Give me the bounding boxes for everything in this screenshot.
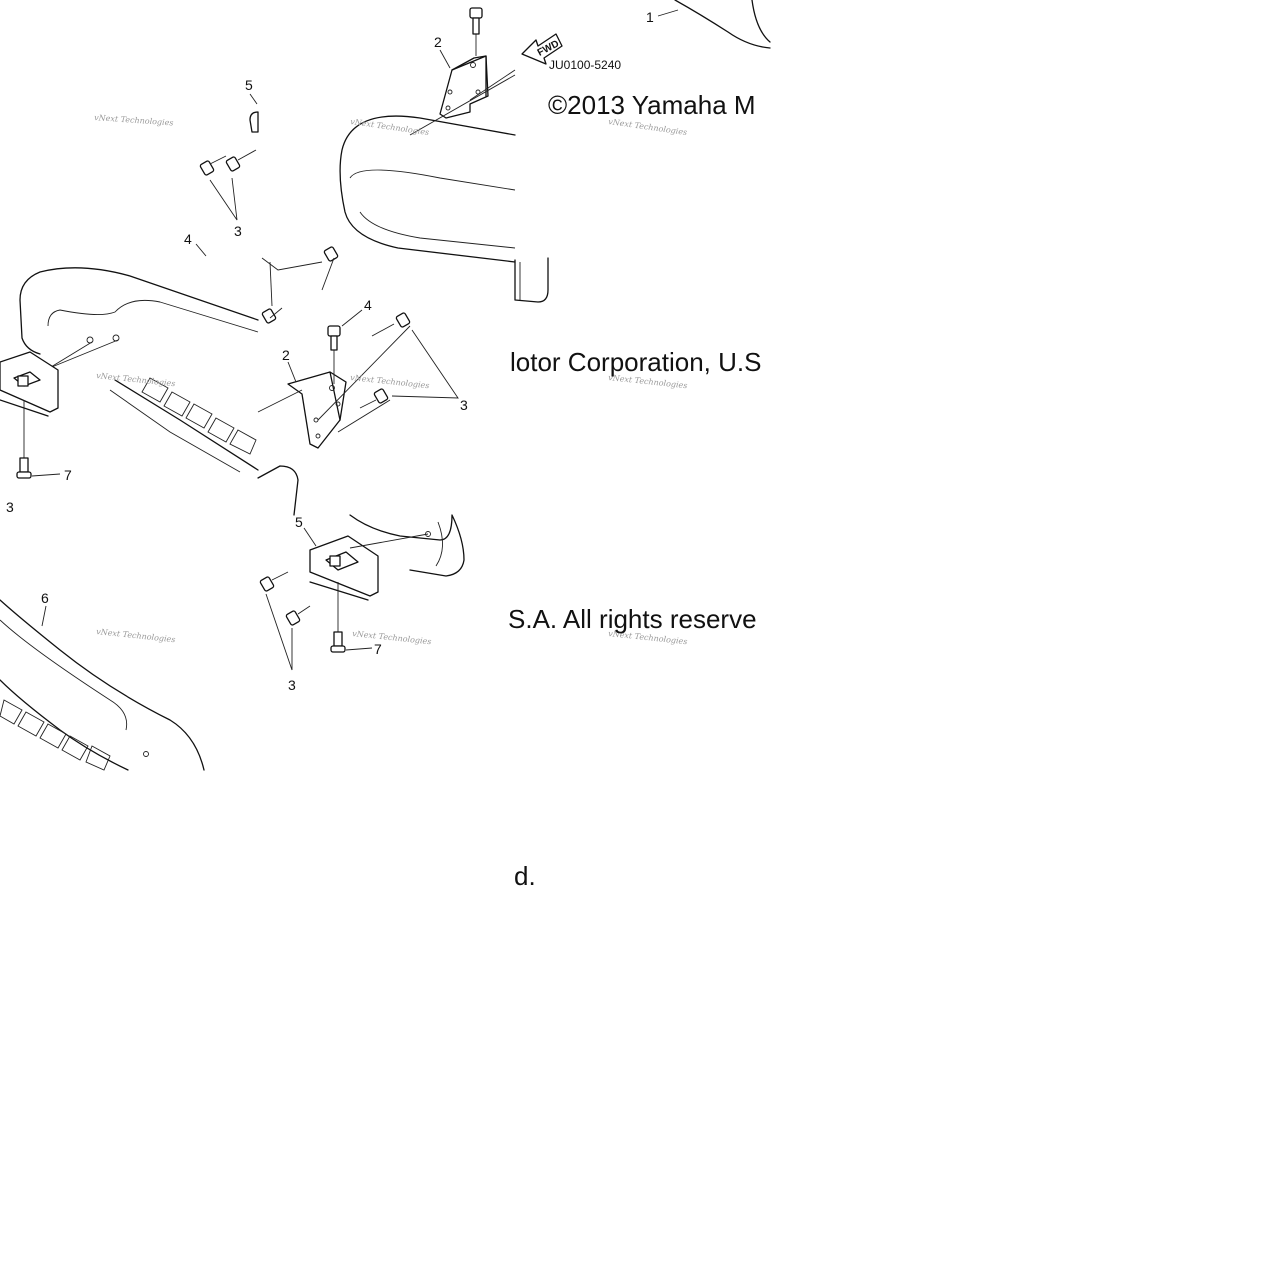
bolt-3-upper [371, 312, 411, 337]
leader-line [31, 473, 61, 477]
leader-line [41, 605, 47, 627]
bolt-3-bottom-upper [259, 571, 289, 592]
leader-line [269, 261, 273, 307]
leader-line [249, 93, 258, 105]
bracket-2-top-hole [475, 89, 481, 95]
bumper-hole [143, 751, 149, 757]
bumper-hole [86, 336, 94, 344]
part-6-slots [0, 699, 111, 771]
callout-6: 6 [41, 590, 49, 606]
callout-7-bottom: 7 [374, 641, 382, 657]
bolt-4-middle [327, 325, 341, 384]
callout-1: 1 [646, 9, 654, 25]
copyright-line-3: S.A. All rights reserve [508, 604, 757, 634]
watermark: vNext Technologies [352, 629, 432, 646]
mounting-line [409, 74, 516, 136]
leader-line [345, 647, 373, 651]
watermark: vNext Technologies [350, 373, 430, 390]
callout-4-left: 4 [184, 231, 192, 247]
bracket-2-top-flange [451, 55, 487, 97]
front-bumper-body [339, 115, 516, 263]
part-1-outline [674, 0, 771, 49]
leader-line [657, 9, 679, 17]
bracket-2-top-hole [445, 105, 451, 111]
leader-line [303, 527, 317, 547]
bumper-lower-curve [257, 465, 299, 516]
bracket-2-top [439, 55, 489, 119]
callout-2-middle: 2 [282, 347, 290, 363]
leader-line [439, 49, 451, 69]
leader-line [261, 257, 323, 271]
part-6-outer [0, 599, 205, 771]
callout-5-top: 5 [245, 77, 253, 93]
watermark: vNext Technologies [96, 371, 176, 388]
leader-line [287, 361, 297, 383]
leader-line [391, 329, 459, 399]
part-6-lower [0, 679, 129, 771]
callout-2-top: 2 [434, 34, 442, 50]
bolt-3-bottom-lower [285, 605, 311, 626]
mounting-line [257, 389, 303, 413]
callout-5-bottom: 5 [295, 514, 303, 530]
bumper-bar-lower-inner [109, 389, 241, 473]
part-1-outline-right [751, 0, 771, 43]
tile-top-left: 5 3 4 vNext Technologies [94, 77, 259, 257]
copyright-line-4: d. [514, 861, 536, 891]
callout-4-middle: 4 [364, 297, 372, 313]
front-bumper-bottom-edge [359, 211, 516, 249]
part-6-inner [0, 619, 128, 731]
callout-3-bottom: 3 [288, 677, 296, 693]
bolt-3-lower [359, 388, 389, 409]
callout-3-top: 3 [234, 223, 242, 239]
bumper-hole [112, 334, 120, 342]
bumper-end-inner [435, 521, 443, 567]
front-bumper-inner-edge [349, 169, 516, 191]
bumper-bar-outer [19, 267, 259, 355]
copyright-line-2: lotor Corporation, U.S [510, 347, 762, 377]
leader-line [265, 593, 293, 671]
mounting-line [317, 325, 411, 421]
watermark: vNext Technologies [350, 117, 430, 137]
part-code: JU0100-5240 [549, 58, 621, 72]
tile-middle: 7 3 2 4 [0, 246, 688, 516]
bumper-corner-fragment [514, 257, 549, 303]
bumper-bar-lower [114, 379, 259, 471]
callout-7-left: 7 [64, 467, 72, 483]
mount-block-bottom [309, 535, 379, 601]
bolt-3-right [225, 149, 257, 172]
bolt-4-top [469, 7, 483, 56]
copyright-line-1: ©2013 Yamaha M [548, 90, 756, 120]
tile-top-right: FWD JU0100-5240 1 2 vNext Technologies v… [339, 0, 771, 303]
bracket-2-middle [287, 371, 347, 449]
bracket-2-top-hole [470, 62, 476, 68]
bolt-3-topmid [261, 246, 339, 324]
mounting-line [469, 69, 516, 101]
watermark: vNext Technologies [94, 113, 174, 128]
leader-line [209, 177, 238, 221]
callout-3-left: 3 [6, 499, 14, 515]
bolt-3-left [199, 155, 227, 176]
bumper-slots [141, 377, 257, 455]
mount-block-left [0, 351, 59, 417]
mounting-line [349, 533, 429, 549]
bumper-bar-inner [47, 299, 259, 333]
bolt-7-left [16, 400, 32, 479]
part-5-fragment [249, 111, 259, 133]
bumper-end-right [349, 514, 465, 577]
callout-3-middle: 3 [460, 397, 468, 413]
tile-bottom: 6 5 3 7 vNext Tec [0, 514, 688, 771]
bolt-7-bottom [330, 582, 346, 653]
leader-line [195, 243, 207, 257]
bracket-2-top-hole [447, 89, 453, 95]
leader-line [341, 309, 363, 327]
watermark: vNext Technologies [96, 627, 176, 644]
mounting-line [337, 399, 391, 433]
